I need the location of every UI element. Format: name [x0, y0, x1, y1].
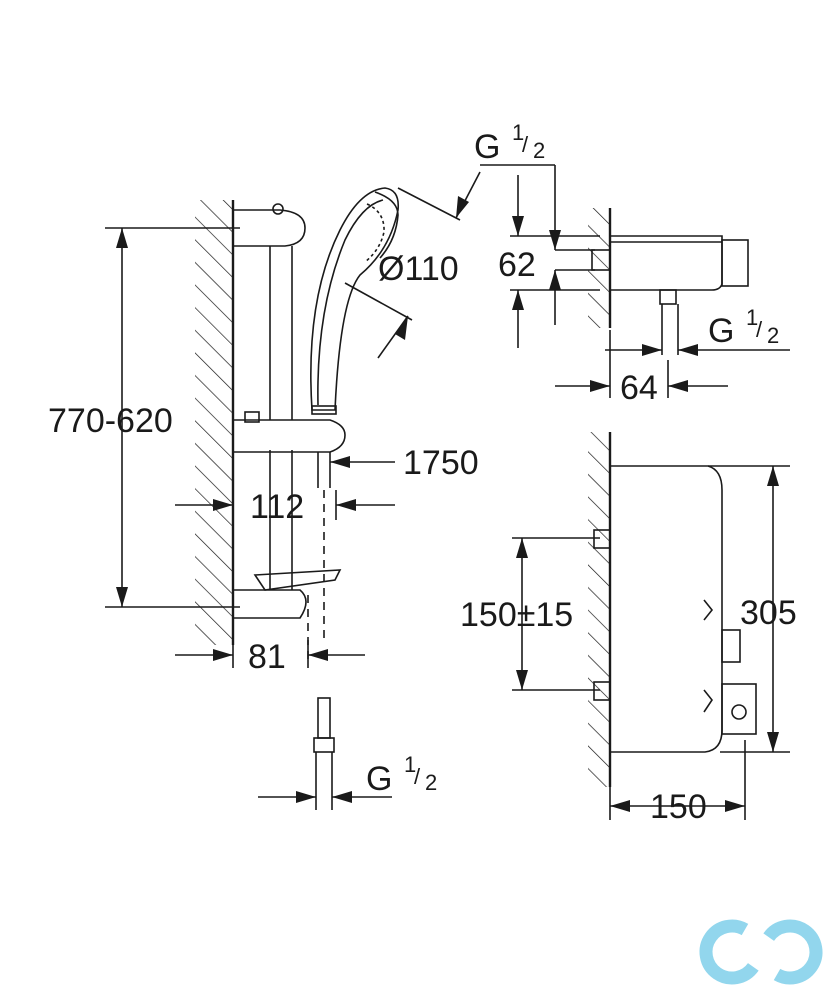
wall-hatch-left	[195, 200, 233, 645]
dim-rail-offset: 112	[250, 488, 304, 526]
thread-top-slash: /	[522, 132, 529, 157]
dim-head-diameter: Ø110	[378, 250, 459, 288]
thread-top-den: 2	[533, 138, 545, 163]
dim-outlet-offset: 64	[620, 369, 658, 407]
thread-top-num: 1	[512, 120, 524, 145]
thread-hose-den: 2	[425, 770, 437, 795]
thread-outlet-slash: /	[756, 317, 763, 342]
hose-fitting	[258, 697, 392, 810]
wall-hatch-top	[588, 208, 610, 328]
thread-top-label: G	[474, 128, 500, 166]
dim-inlet-height: 62	[498, 246, 536, 284]
thread-outlet-num: 1	[746, 305, 758, 330]
thread-hose-slash: /	[414, 764, 421, 789]
thread-hose-num: 1	[404, 752, 416, 777]
dim-rail-height: 770-620	[48, 402, 173, 440]
thread-outlet-den: 2	[767, 323, 779, 348]
thread-hose-label: G	[366, 760, 392, 798]
dim-holder-depth: 81	[248, 638, 286, 676]
rail-view	[105, 171, 481, 668]
mixer-side-view	[480, 164, 790, 398]
brand-logo	[699, 919, 823, 985]
wall-hatch-bottom	[588, 432, 610, 787]
mixer-front-view	[512, 432, 790, 820]
dim-hose-length: 1750	[403, 444, 479, 482]
dim-mixer-depth: 150	[650, 788, 707, 826]
dim-inlet-spacing: 150±15	[460, 596, 573, 634]
thread-outlet-label: G	[708, 312, 734, 350]
dim-mixer-height: 305	[740, 594, 797, 632]
